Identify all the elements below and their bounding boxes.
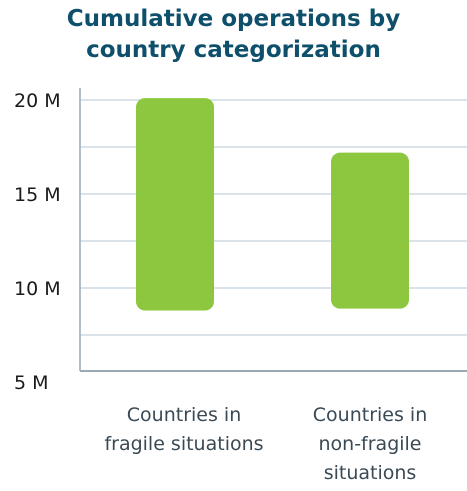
- bar-1: [331, 152, 409, 309]
- axes: [79, 88, 467, 372]
- y-tick-label-0: 5 M: [14, 372, 49, 394]
- bar-0: [136, 98, 214, 311]
- category-labels: Countries in fragile situations Countries …: [104, 404, 427, 484]
- chart-title: Cumulative operations by country categor…: [0, 4, 467, 66]
- chart-title-line-1: Cumulative operations by: [66, 6, 401, 32]
- y-tick-labels: 5 M 10 M 15 M 20 M: [14, 90, 61, 394]
- y-tick-label-1: 10 M: [14, 278, 61, 300]
- y-tick-label-3: 20 M: [14, 90, 61, 112]
- category-label-1-line-1: non-fragile: [318, 433, 421, 455]
- category-label-1-line-2: situations: [324, 462, 417, 484]
- category-label-1-line-0: Countries in: [313, 404, 427, 426]
- chart-title-line-2: country categorization: [86, 37, 381, 63]
- category-label-0-line-0: Countries in: [127, 404, 241, 426]
- category-label-0-line-1: fragile situations: [104, 433, 263, 455]
- bars: [136, 98, 409, 311]
- y-tick-label-2: 15 M: [14, 184, 61, 206]
